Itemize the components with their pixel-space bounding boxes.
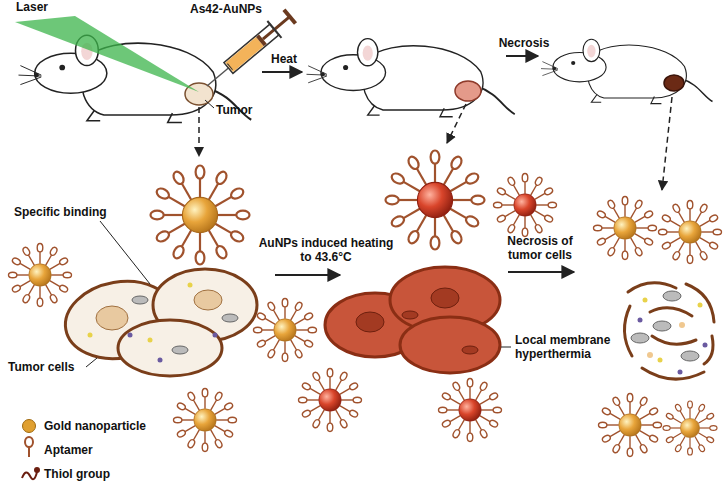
tumor xyxy=(664,75,684,91)
heated-nanoparticle xyxy=(439,379,502,442)
debris-contents xyxy=(631,291,708,375)
label-text: Specific binding xyxy=(14,205,124,219)
cell-contents xyxy=(356,288,478,354)
cell-debris xyxy=(624,283,714,379)
cell-contents xyxy=(88,283,239,363)
tumor-cells xyxy=(59,269,257,376)
legend-swatch xyxy=(22,419,36,433)
tumor xyxy=(455,81,481,101)
label-text: Necrosis of tumor cells xyxy=(497,234,583,262)
process-arrow xyxy=(506,55,538,57)
label-text: Laser xyxy=(16,0,66,14)
process-arrow xyxy=(508,271,574,273)
legend-text: Thiol group xyxy=(44,467,110,481)
legend-row: Gold nanoparticle xyxy=(22,418,146,434)
label-text: As42-AuNPs xyxy=(190,2,275,16)
heated-nanoparticle xyxy=(494,174,557,237)
gold-nanoparticle xyxy=(254,299,317,362)
leader-line xyxy=(86,358,97,367)
gold-nanoparticle xyxy=(659,201,722,264)
mouse xyxy=(307,39,515,117)
legend-spacer xyxy=(22,443,36,457)
legend-text: Aptamer xyxy=(44,443,93,457)
mouse xyxy=(541,39,713,103)
leader-line xyxy=(501,347,511,348)
process-arrow xyxy=(262,71,302,73)
laser-beam xyxy=(15,16,199,92)
gold-nanoparticle xyxy=(599,394,662,457)
leader-line xyxy=(205,100,214,108)
label-text: AuNPs induced heating to 43.6°C xyxy=(255,236,397,264)
gold-nanoparticle xyxy=(594,197,657,260)
label-text: Heat xyxy=(262,52,306,66)
aptamer-icon xyxy=(25,437,33,457)
gold-nanoparticle xyxy=(151,166,250,265)
gold-nanoparticle xyxy=(663,401,717,455)
legend-row: Aptamer xyxy=(22,442,93,458)
label-text: Tumor xyxy=(216,103,261,117)
syringe xyxy=(200,8,297,94)
thiol-icon xyxy=(22,468,39,479)
leader-line xyxy=(100,221,150,284)
gold-nanoparticle xyxy=(174,389,237,452)
legend-row: Thiol group xyxy=(22,466,110,482)
legend-spacer xyxy=(22,467,36,481)
label-text: Tumor cells xyxy=(8,360,88,374)
heated-nanoparticle xyxy=(299,369,362,432)
gold-nanoparticle xyxy=(9,244,72,307)
heated-nanoparticle xyxy=(386,151,485,250)
legend-text: Gold nanoparticle xyxy=(44,419,146,433)
heated-cells xyxy=(325,267,500,373)
label-text: Local membrane hyperthermia xyxy=(515,333,619,361)
label-text: Necrosis xyxy=(494,36,554,50)
process-arrow xyxy=(275,274,340,276)
